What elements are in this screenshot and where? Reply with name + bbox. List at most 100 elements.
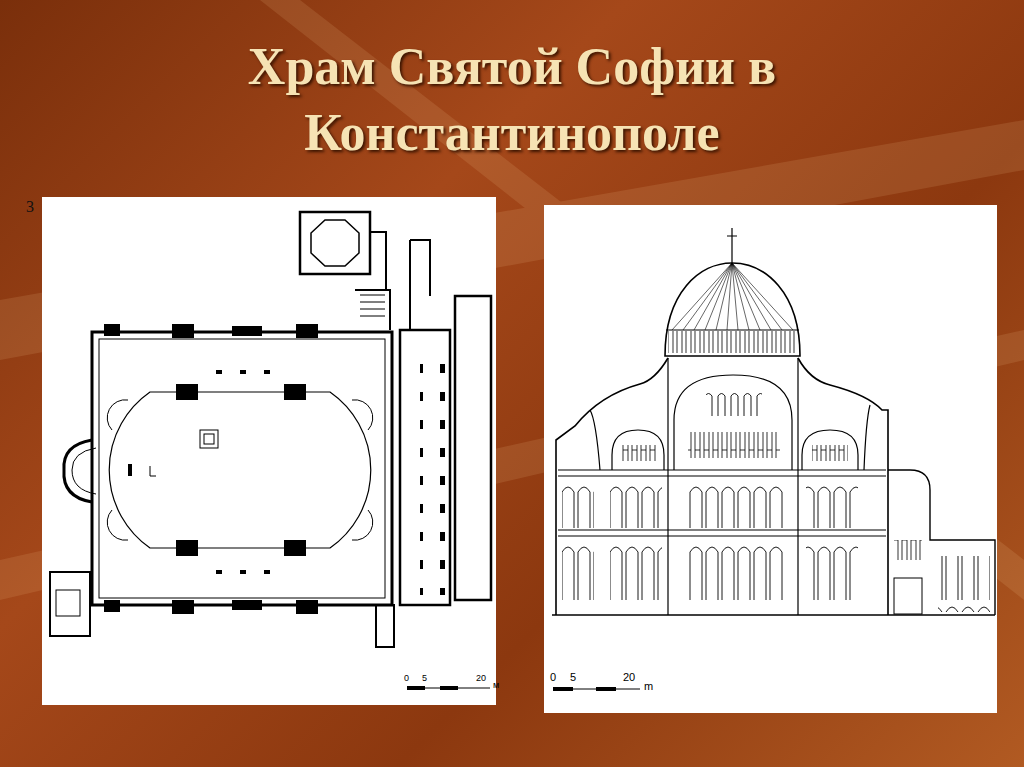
nave-outline [109, 392, 371, 548]
exedra [352, 400, 373, 430]
side-arch [612, 430, 664, 470]
gallery-arcade [610, 482, 662, 528]
buttress [296, 324, 318, 338]
exonarthex [455, 296, 491, 600]
rib [732, 263, 793, 330]
connecting-wall [355, 232, 390, 330]
narthex-columns [440, 345, 445, 595]
stairs [360, 295, 385, 316]
rib [732, 263, 760, 330]
side-windows [812, 445, 848, 461]
rib [727, 263, 732, 330]
annex [888, 470, 995, 615]
left-roof [556, 358, 668, 615]
annex-room [50, 572, 90, 636]
tympanum-windows [706, 392, 762, 416]
exedra [352, 510, 373, 540]
ground-arcade [610, 542, 662, 600]
narthex [400, 330, 450, 605]
pier [176, 540, 198, 556]
scale-number: 0 [550, 671, 556, 683]
wall-buttresses [104, 324, 318, 614]
drum-line [666, 329, 799, 330]
side-arch [802, 430, 858, 470]
altar-screen [150, 466, 156, 476]
section-panel [544, 205, 997, 713]
column-row [200, 366, 284, 374]
narthex-columns [418, 345, 423, 595]
floor-plan [50, 212, 491, 690]
side-windows [622, 445, 658, 461]
ambo [200, 430, 218, 448]
inner-wall [99, 339, 385, 598]
ground-arcade [688, 542, 784, 600]
rib [732, 263, 782, 330]
semi-dome-edge [590, 405, 870, 470]
exedra [107, 510, 128, 540]
annex-room [376, 605, 394, 647]
scale-segment [407, 686, 425, 690]
annex-door [894, 578, 922, 614]
ambo-inner [204, 434, 214, 444]
rib [705, 263, 732, 330]
scale-segment [596, 687, 616, 691]
exedra [107, 400, 128, 430]
plan-panel [42, 197, 496, 705]
main-piers [668, 358, 798, 615]
rib [732, 263, 749, 330]
buttress [104, 600, 120, 612]
baptistery [300, 212, 370, 274]
buttress [296, 600, 318, 614]
apse-inner [72, 448, 96, 494]
rib [732, 263, 738, 330]
rib [694, 263, 732, 330]
annex-room-inner [56, 590, 80, 616]
pier [284, 540, 306, 556]
outer-wall [92, 332, 392, 605]
buttress [172, 600, 194, 614]
buttress [232, 326, 262, 336]
rib [716, 263, 732, 330]
altar-mark [128, 464, 132, 476]
slide-number: 3 [26, 198, 34, 216]
ground-arcade [806, 542, 858, 600]
ground-line [552, 614, 995, 616]
buttress [172, 324, 194, 338]
annex-wall [410, 240, 430, 330]
drum-windows [668, 331, 797, 353]
scale-unit: m [644, 680, 653, 692]
main-dome [665, 263, 800, 356]
right-roof [798, 358, 888, 615]
buttress [104, 324, 120, 336]
scale-segment [553, 687, 573, 691]
annex-arcade [938, 556, 990, 612]
gallery-arcade [806, 482, 858, 528]
scale-segment [440, 686, 458, 690]
cross-section [552, 228, 995, 691]
gallery-arcade [688, 482, 784, 528]
cornice [558, 470, 886, 536]
scale-number: 0 [404, 674, 409, 684]
annex-windows [894, 540, 922, 560]
rib [672, 263, 732, 330]
central-arch [674, 375, 792, 470]
slide-title: Храм Святой Софии в Константинополе [192, 34, 832, 166]
rib [683, 263, 732, 330]
aisle-arcade [562, 546, 594, 602]
tympanum-windows [688, 432, 780, 458]
scale-number: 5 [570, 671, 576, 683]
dome-ribs [672, 263, 793, 330]
scale-number: 20 [623, 671, 635, 683]
apse [64, 440, 92, 502]
pier [284, 384, 306, 400]
buttress [232, 600, 262, 610]
rib [732, 263, 771, 330]
finial [727, 228, 737, 263]
scale-unit: м [493, 681, 499, 691]
scale-number: 5 [422, 674, 427, 684]
column-row [200, 566, 284, 574]
pier [176, 384, 198, 400]
main-piers [176, 384, 306, 556]
scale-number: 20 [476, 674, 486, 684]
baptistery-octagon [311, 220, 359, 266]
